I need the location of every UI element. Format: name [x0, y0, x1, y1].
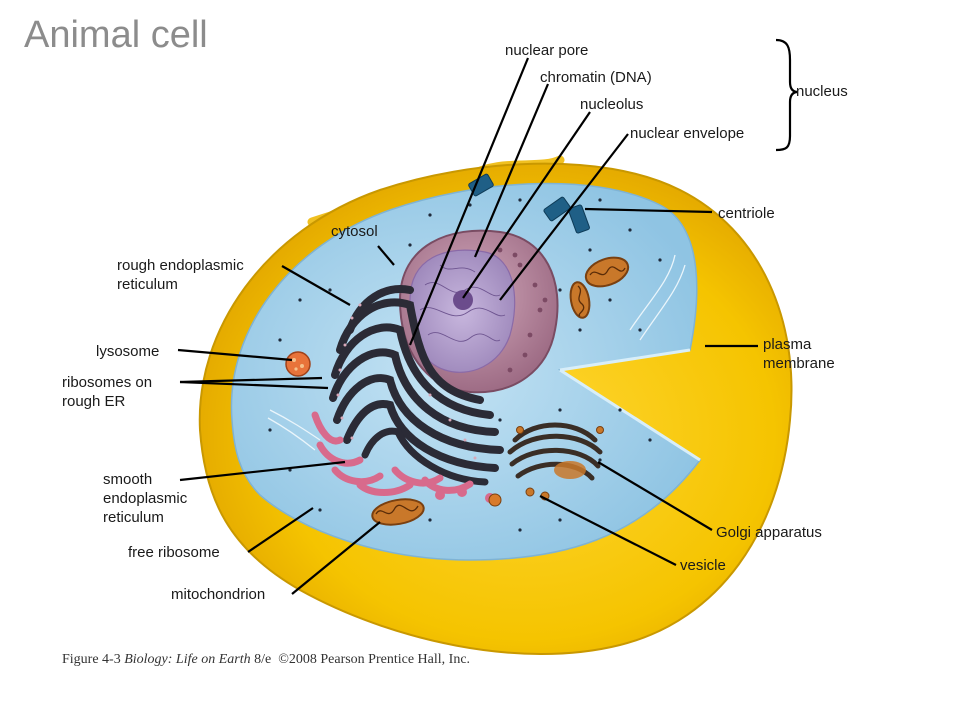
caption-edition: 8/e [254, 652, 272, 667]
free-ribosome-dots [268, 198, 662, 532]
rough-er-shape [329, 285, 504, 486]
label-ribosomes-line1: ribosomes on [62, 374, 153, 391]
label-rough-er-line2: reticulum [117, 276, 178, 293]
smooth-er-shape [311, 411, 474, 496]
nucleolus-shape [453, 290, 473, 310]
mitochondrion-shapes [371, 256, 630, 526]
lysosome-shape [285, 351, 311, 377]
rough-er-ribosomes [336, 303, 477, 460]
label-plasma-line2: membrane [763, 355, 835, 372]
page-title: Animal cell [24, 14, 208, 56]
label-plasma-line1: plasma [763, 336, 812, 353]
label-nuclear-envelope: nuclear envelope [630, 125, 745, 142]
label-smooth-er-line3: reticulum [103, 509, 164, 526]
label-nuclear-pore: nuclear pore [505, 42, 589, 59]
label-chromatin: chromatin (DNA) [540, 69, 652, 86]
leader-lines [177, 57, 758, 595]
label-lysosome: lysosome [96, 343, 160, 360]
label-smooth-er-line1: smooth [103, 471, 153, 488]
golgi-shape [507, 422, 603, 481]
label-rough-er-line1: rough endoplasmic [117, 257, 244, 274]
figure-caption: Figure 4-3 Biology: Life on Earth 8/e ©2… [62, 652, 470, 668]
nucleus-brace [775, 38, 799, 152]
label-nucleus: nucleus [796, 83, 848, 100]
label-golgi: Golgi apparatus [716, 524, 822, 541]
caption-prefix: Figure 4-3 [62, 652, 121, 667]
golgi-vesicles [488, 426, 604, 507]
label-vesicle: vesicle [680, 557, 726, 574]
cytoskeleton-fibers [267, 254, 686, 451]
label-centriole: centriole [718, 205, 775, 222]
label-cytosol: cytosol [331, 223, 378, 240]
caption-copyright: ©2008 Pearson Prentice Hall, Inc. [278, 652, 471, 667]
label-ribosomes-line2: rough ER [62, 393, 126, 410]
label-smooth-er-line2: endoplasmic [103, 490, 188, 507]
label-nucleolus: nucleolus [580, 96, 644, 113]
caption-book: Biology: Life on Earth [124, 652, 251, 667]
label-free-ribosome: free ribosome [128, 544, 220, 561]
label-mitochondrion: mitochondrion [171, 586, 266, 603]
